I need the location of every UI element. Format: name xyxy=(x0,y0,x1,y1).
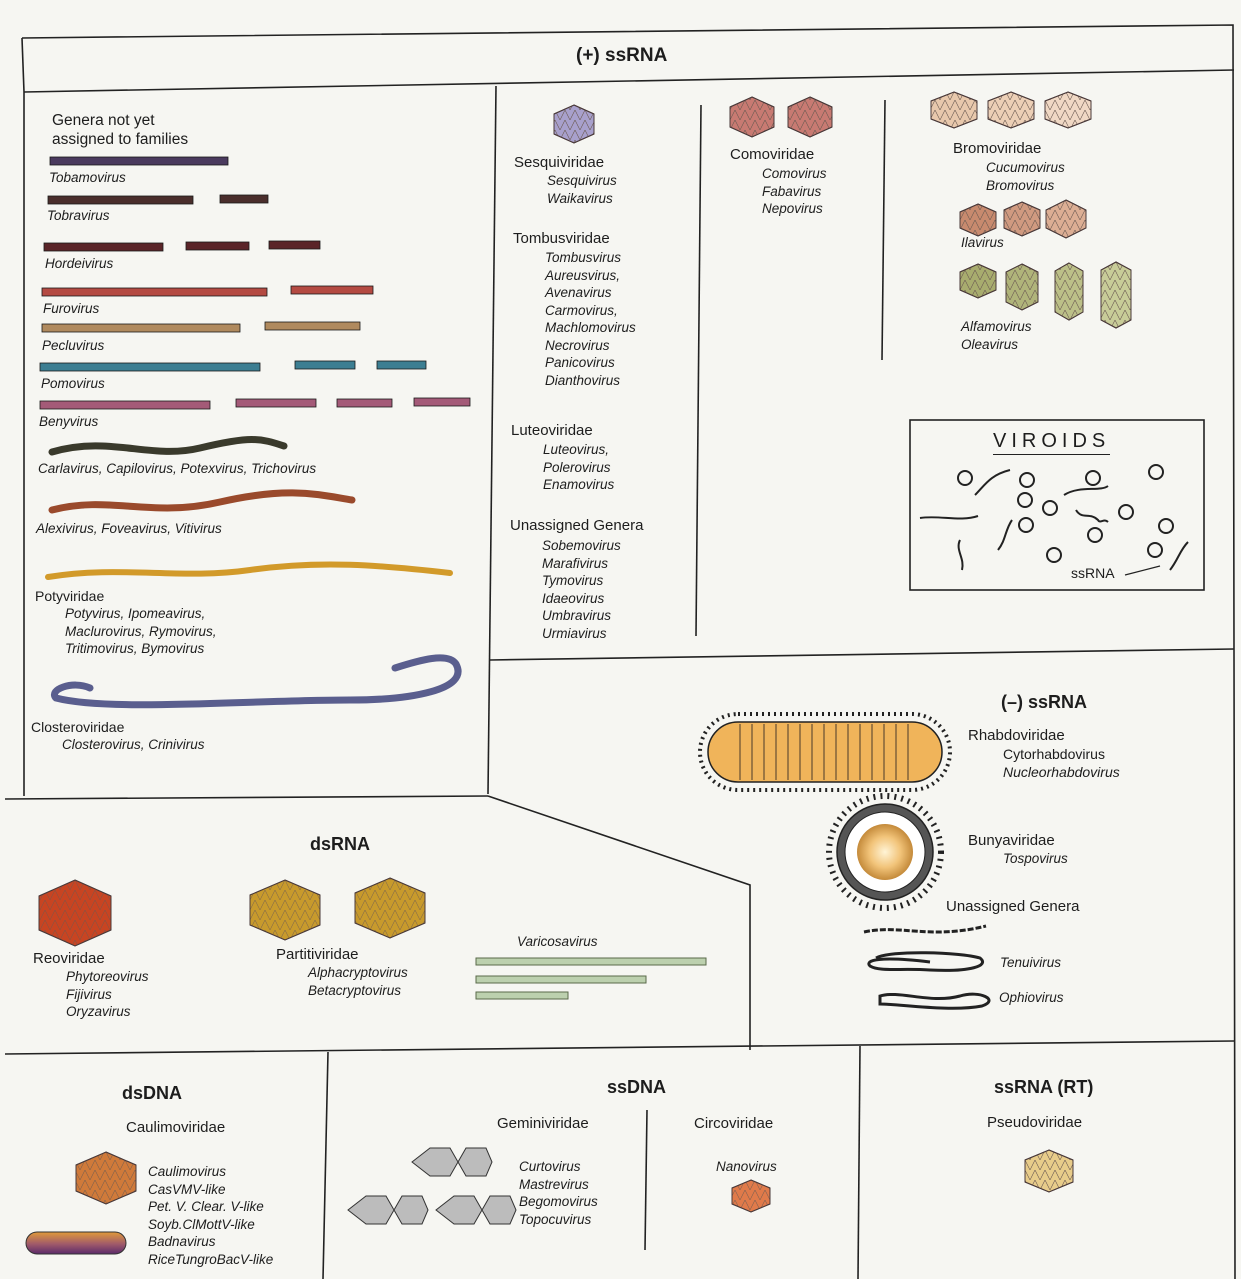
genus-hordeivirus: Hordeivirus xyxy=(45,256,114,271)
unassigned-genera-list: Sobemovirus Marafivirus Tymovirus Idaeov… xyxy=(542,538,621,641)
family-luteoviridae: Luteoviridae xyxy=(511,422,593,439)
flexuous-virions xyxy=(45,436,462,709)
tobravirus-rod-2 xyxy=(219,194,269,204)
geminivirus-particles xyxy=(347,1147,517,1225)
rod-virions xyxy=(39,156,471,410)
family-rhabdoviridae: Rhabdoviridae xyxy=(968,727,1065,744)
potyvirus-filament xyxy=(45,561,453,580)
genus-tospovirus: Tospovirus xyxy=(1003,851,1068,866)
pecluvirus-rod-2 xyxy=(264,321,361,331)
ssrna-rt-title: ssRNA (RT) xyxy=(994,1077,1094,1097)
pomovirus-rod-2 xyxy=(294,360,356,370)
family-geminiviridae: Geminiviridae xyxy=(497,1115,589,1132)
genus-tobamovirus: Tobamovirus xyxy=(49,170,126,185)
geminiviridae-genera: Curtovirus Mastrevirus Begomovirus Topoc… xyxy=(519,1159,598,1227)
caulimoviridae-genera: Caulimovirus CasVMV-like Pet. V. Clear. … xyxy=(148,1164,274,1267)
negative-ssrna-filaments xyxy=(863,924,991,1010)
bromoviridae-genera: Cucumovirus Bromovirus xyxy=(986,160,1065,193)
rhabdoviridae-genera: Cytorhabdovirus Nucleorhabdovirus xyxy=(1003,746,1120,780)
dsdna-title: dsDNA xyxy=(122,1083,183,1103)
family-circoviridae: Circoviridae xyxy=(694,1115,774,1132)
family-sesquiviridae: Sesquiviridae xyxy=(514,154,605,171)
sesquiviridae-genera: Sesquivirus Waikavirus xyxy=(547,173,617,206)
family-caulimoviridae: Caulimoviridae xyxy=(126,1119,226,1136)
unassigned-genera-plus: Unassigned Genera xyxy=(510,517,644,534)
luteoviridae-genera: Luteovirus, Polerovirus Enamovirus xyxy=(543,442,615,492)
genus-nanovirus: Nanovirus xyxy=(716,1159,777,1174)
genus-furovirus: Furovirus xyxy=(43,301,100,316)
benyvirus-rod-3 xyxy=(336,398,393,408)
family-partitiviridae: Partitiviridae xyxy=(276,946,359,963)
genus-ilavirus: Ilavirus xyxy=(961,235,1004,250)
family-potyviridae: Potyviridae xyxy=(35,588,105,604)
closterovirus-filament xyxy=(50,654,462,709)
genus-group-alexivirus: Alexivirus, Foveavirus, Vitivirus xyxy=(36,521,222,536)
family-pseudoviridae: Pseudoviridae xyxy=(987,1114,1083,1131)
reoviridae-genera: Phytoreovirus Fijivirus Oryzavirus xyxy=(66,969,149,1019)
hordeivirus-rod-3 xyxy=(268,240,321,250)
pecluvirus-rod-1 xyxy=(41,323,241,333)
closteroviridae-genera: Closterovirus, Crinivirus xyxy=(62,737,205,752)
dsrna-title: dsRNA xyxy=(310,834,371,854)
rhabdovirus-particle xyxy=(698,712,952,792)
badnavirus-particle xyxy=(25,1231,127,1255)
genus-varicosavirus: Varicosavirus xyxy=(517,934,598,949)
family-bromoviridae: Bromoviridae xyxy=(953,140,1042,157)
genus-tenuivirus: Tenuivirus xyxy=(1000,955,1062,970)
ssdna-title: ssDNA xyxy=(607,1077,667,1097)
panel-lines xyxy=(4,24,1236,1279)
tombusviridae-genera: Tombusvirus Aureusvirus, Avenavirus Carm… xyxy=(545,250,636,388)
tobamovirus-rod xyxy=(49,156,229,166)
family-tombusviridae: Tombusviridae xyxy=(513,230,610,247)
family-reoviridae: Reoviridae xyxy=(33,950,105,967)
hordeivirus-rod-2 xyxy=(185,241,250,251)
carlavirus-filament xyxy=(48,436,288,456)
genus-group-carlavirus: Carlavirus, Capilovirus, Potexvirus, Tri… xyxy=(38,461,317,476)
isometric-virions xyxy=(38,91,1132,1213)
family-comoviridae: Comoviridae xyxy=(730,146,815,163)
viroids-ssrna-label: ssRNA xyxy=(1071,565,1115,581)
viroid-molecules xyxy=(919,464,1189,576)
unassigned-genera-minus: Unassigned Genera xyxy=(946,898,1080,915)
coiled-filament xyxy=(863,924,987,934)
tobravirus-rod-1 xyxy=(47,195,194,205)
benyvirus-rod-2 xyxy=(235,398,317,408)
benyvirus-rod-4 xyxy=(413,397,471,407)
minus-ssrna-title: (–) ssRNA xyxy=(1001,692,1088,712)
genus-pomovirus: Pomovirus xyxy=(41,376,105,391)
benyvirus-rod-1 xyxy=(39,400,211,410)
viroids-title: VIROIDS xyxy=(993,430,1111,455)
hordeivirus-rod-1 xyxy=(43,242,164,252)
family-bunyaviridae: Bunyaviridae xyxy=(968,832,1055,849)
partitiviridae-genera: Alphacryptovirus Betacryptovirus xyxy=(308,965,408,998)
ophiovirus-filament xyxy=(878,992,991,1010)
pomovirus-rod-3 xyxy=(376,360,427,370)
plus-ssrna-title: (+) ssRNA xyxy=(576,45,668,66)
alfamovirus-genera: Alfamovirus Oleavirus xyxy=(961,319,1032,352)
genus-tobravirus: Tobravirus xyxy=(47,208,110,223)
furovirus-rod-1 xyxy=(41,287,268,297)
potyviridae-genera: Potyvirus, Ipomeavirus, Maclurovirus, Ry… xyxy=(65,606,217,656)
family-closteroviridae: Closteroviridae xyxy=(31,719,125,735)
genus-benyvirus: Benyvirus xyxy=(39,414,99,429)
unassigned-genera-header: Genera not yet assigned to families xyxy=(52,112,189,148)
alexivirus-filament xyxy=(48,489,356,514)
pomovirus-rod-1 xyxy=(39,362,261,372)
bunyavirus-particle xyxy=(826,793,944,911)
genus-ophiovirus: Ophiovirus xyxy=(999,990,1064,1005)
comoviridae-genera: Comovirus Fabavirus Nepovirus xyxy=(762,166,827,216)
varicosavirus-rods xyxy=(475,957,707,1000)
furovirus-rod-2 xyxy=(290,285,374,295)
genus-pecluvirus: Pecluvirus xyxy=(42,338,105,353)
tenuivirus-filament xyxy=(867,951,984,972)
